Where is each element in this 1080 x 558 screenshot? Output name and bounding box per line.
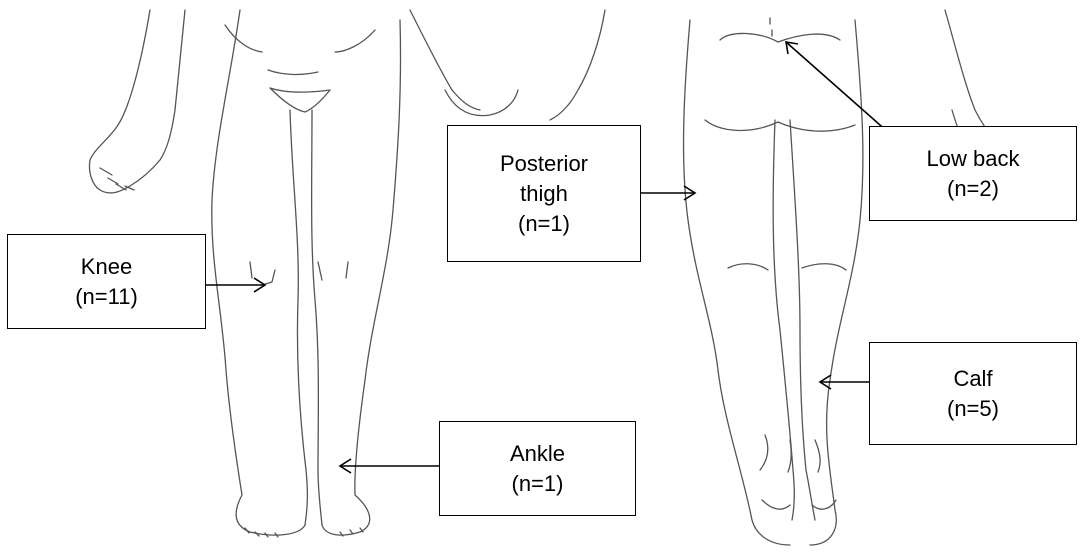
low-back-label-title: Low back (927, 144, 1020, 174)
posterior-thigh-label-title-1: Posterior (500, 149, 588, 179)
knee-label-title: Knee (81, 252, 132, 282)
posterior-thigh-label-title-2: thigh (520, 179, 568, 209)
calf-arrow (820, 375, 869, 389)
knee-label-count: (n=11) (75, 282, 138, 312)
calf-label-title: Calf (953, 364, 992, 394)
knee-label-box: Knee (n=11) (7, 234, 206, 329)
ankle-label-box: Ankle (n=1) (439, 421, 636, 516)
posterior-thigh-arrow (641, 186, 695, 200)
ankle-label-title: Ankle (510, 439, 565, 469)
low-back-label-count: (n=2) (947, 174, 999, 204)
ankle-label-count: (n=1) (512, 469, 564, 499)
posterior-thigh-label-box: Posterior thigh (n=1) (447, 125, 641, 262)
calf-label-count: (n=5) (947, 394, 999, 424)
calf-label-box: Calf (n=5) (869, 342, 1077, 445)
posterior-thigh-label-count: (n=1) (518, 209, 570, 239)
knee-arrow (206, 278, 265, 292)
low-back-label-box: Low back (n=2) (869, 126, 1077, 221)
